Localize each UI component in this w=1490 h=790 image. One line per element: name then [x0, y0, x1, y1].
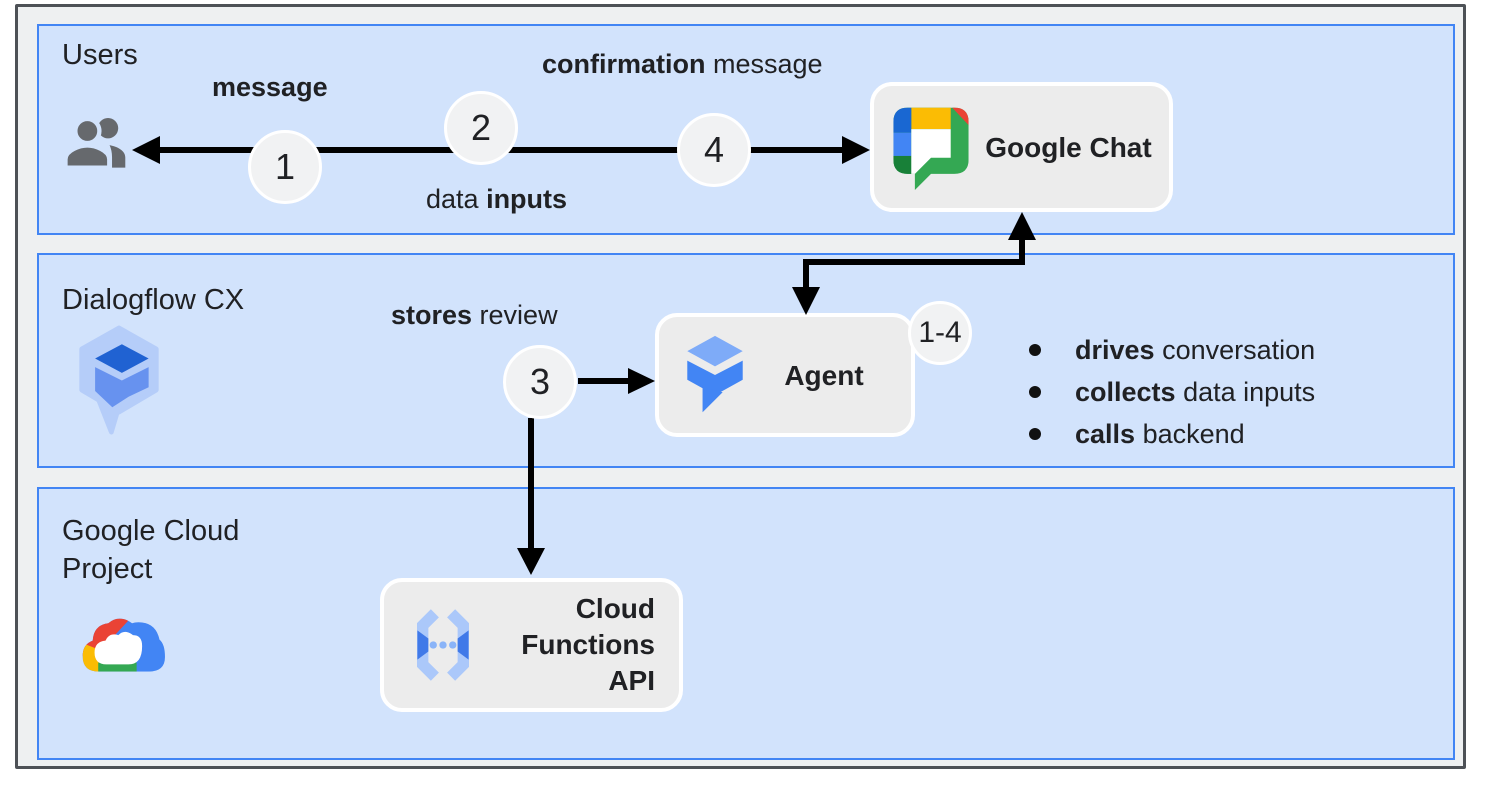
bullet-collects-data-inputs: collects data inputs: [1029, 371, 1315, 413]
edge-label-message: message: [212, 72, 328, 103]
bullet-drives-conversation: drives conversation: [1029, 329, 1315, 371]
bullet-dot-icon: [1029, 386, 1041, 398]
agent-label: Agent: [784, 359, 864, 391]
google-cloud-icon: [82, 618, 165, 672]
dialogflow-cx-icon: [79, 325, 159, 435]
bullet-calls-backend: calls backend: [1029, 413, 1315, 455]
step-badge-text: 1-4: [918, 316, 962, 349]
step-circle-1: 1: [248, 130, 322, 204]
edge-label-message-text: message: [212, 72, 328, 102]
band-label-google-cloud-project: Google Cloud Project: [62, 515, 240, 585]
band-google-cloud-project: [37, 487, 1455, 760]
band-label-dialogflow-cx: Dialogflow CX: [62, 284, 245, 316]
bullet-dot-icon: [1029, 344, 1041, 356]
cloud-functions-node: Cloud Functions API: [380, 578, 683, 712]
agent-bullet-list: drives conversation collects data inputs…: [1029, 329, 1315, 455]
step-circle-4: 4: [677, 113, 751, 187]
step-circle-2: 2: [444, 91, 518, 165]
edge-label-confirmation-message: confirmation message: [542, 49, 823, 79]
google-chat-icon: [893, 107, 969, 190]
google-chat-label: Google Chat: [985, 131, 1152, 163]
bullet-dot-icon: [1029, 428, 1041, 440]
cloud-functions-icon: [417, 609, 469, 681]
edge-label-stores-review: stores review: [391, 300, 558, 330]
agent-node: Agent: [655, 313, 915, 437]
step-circle-3: 3: [503, 345, 577, 419]
cloud-functions-label: Cloud Functions API: [521, 593, 655, 696]
users-icon: [63, 116, 126, 170]
step-badge-1-4: 1-4: [908, 301, 972, 365]
edge-label-data-inputs: data inputs: [426, 184, 568, 214]
band-label-users: Users: [62, 39, 138, 71]
google-chat-node: Google Chat: [870, 82, 1173, 212]
dialogflow-agent-icon: [687, 335, 743, 413]
